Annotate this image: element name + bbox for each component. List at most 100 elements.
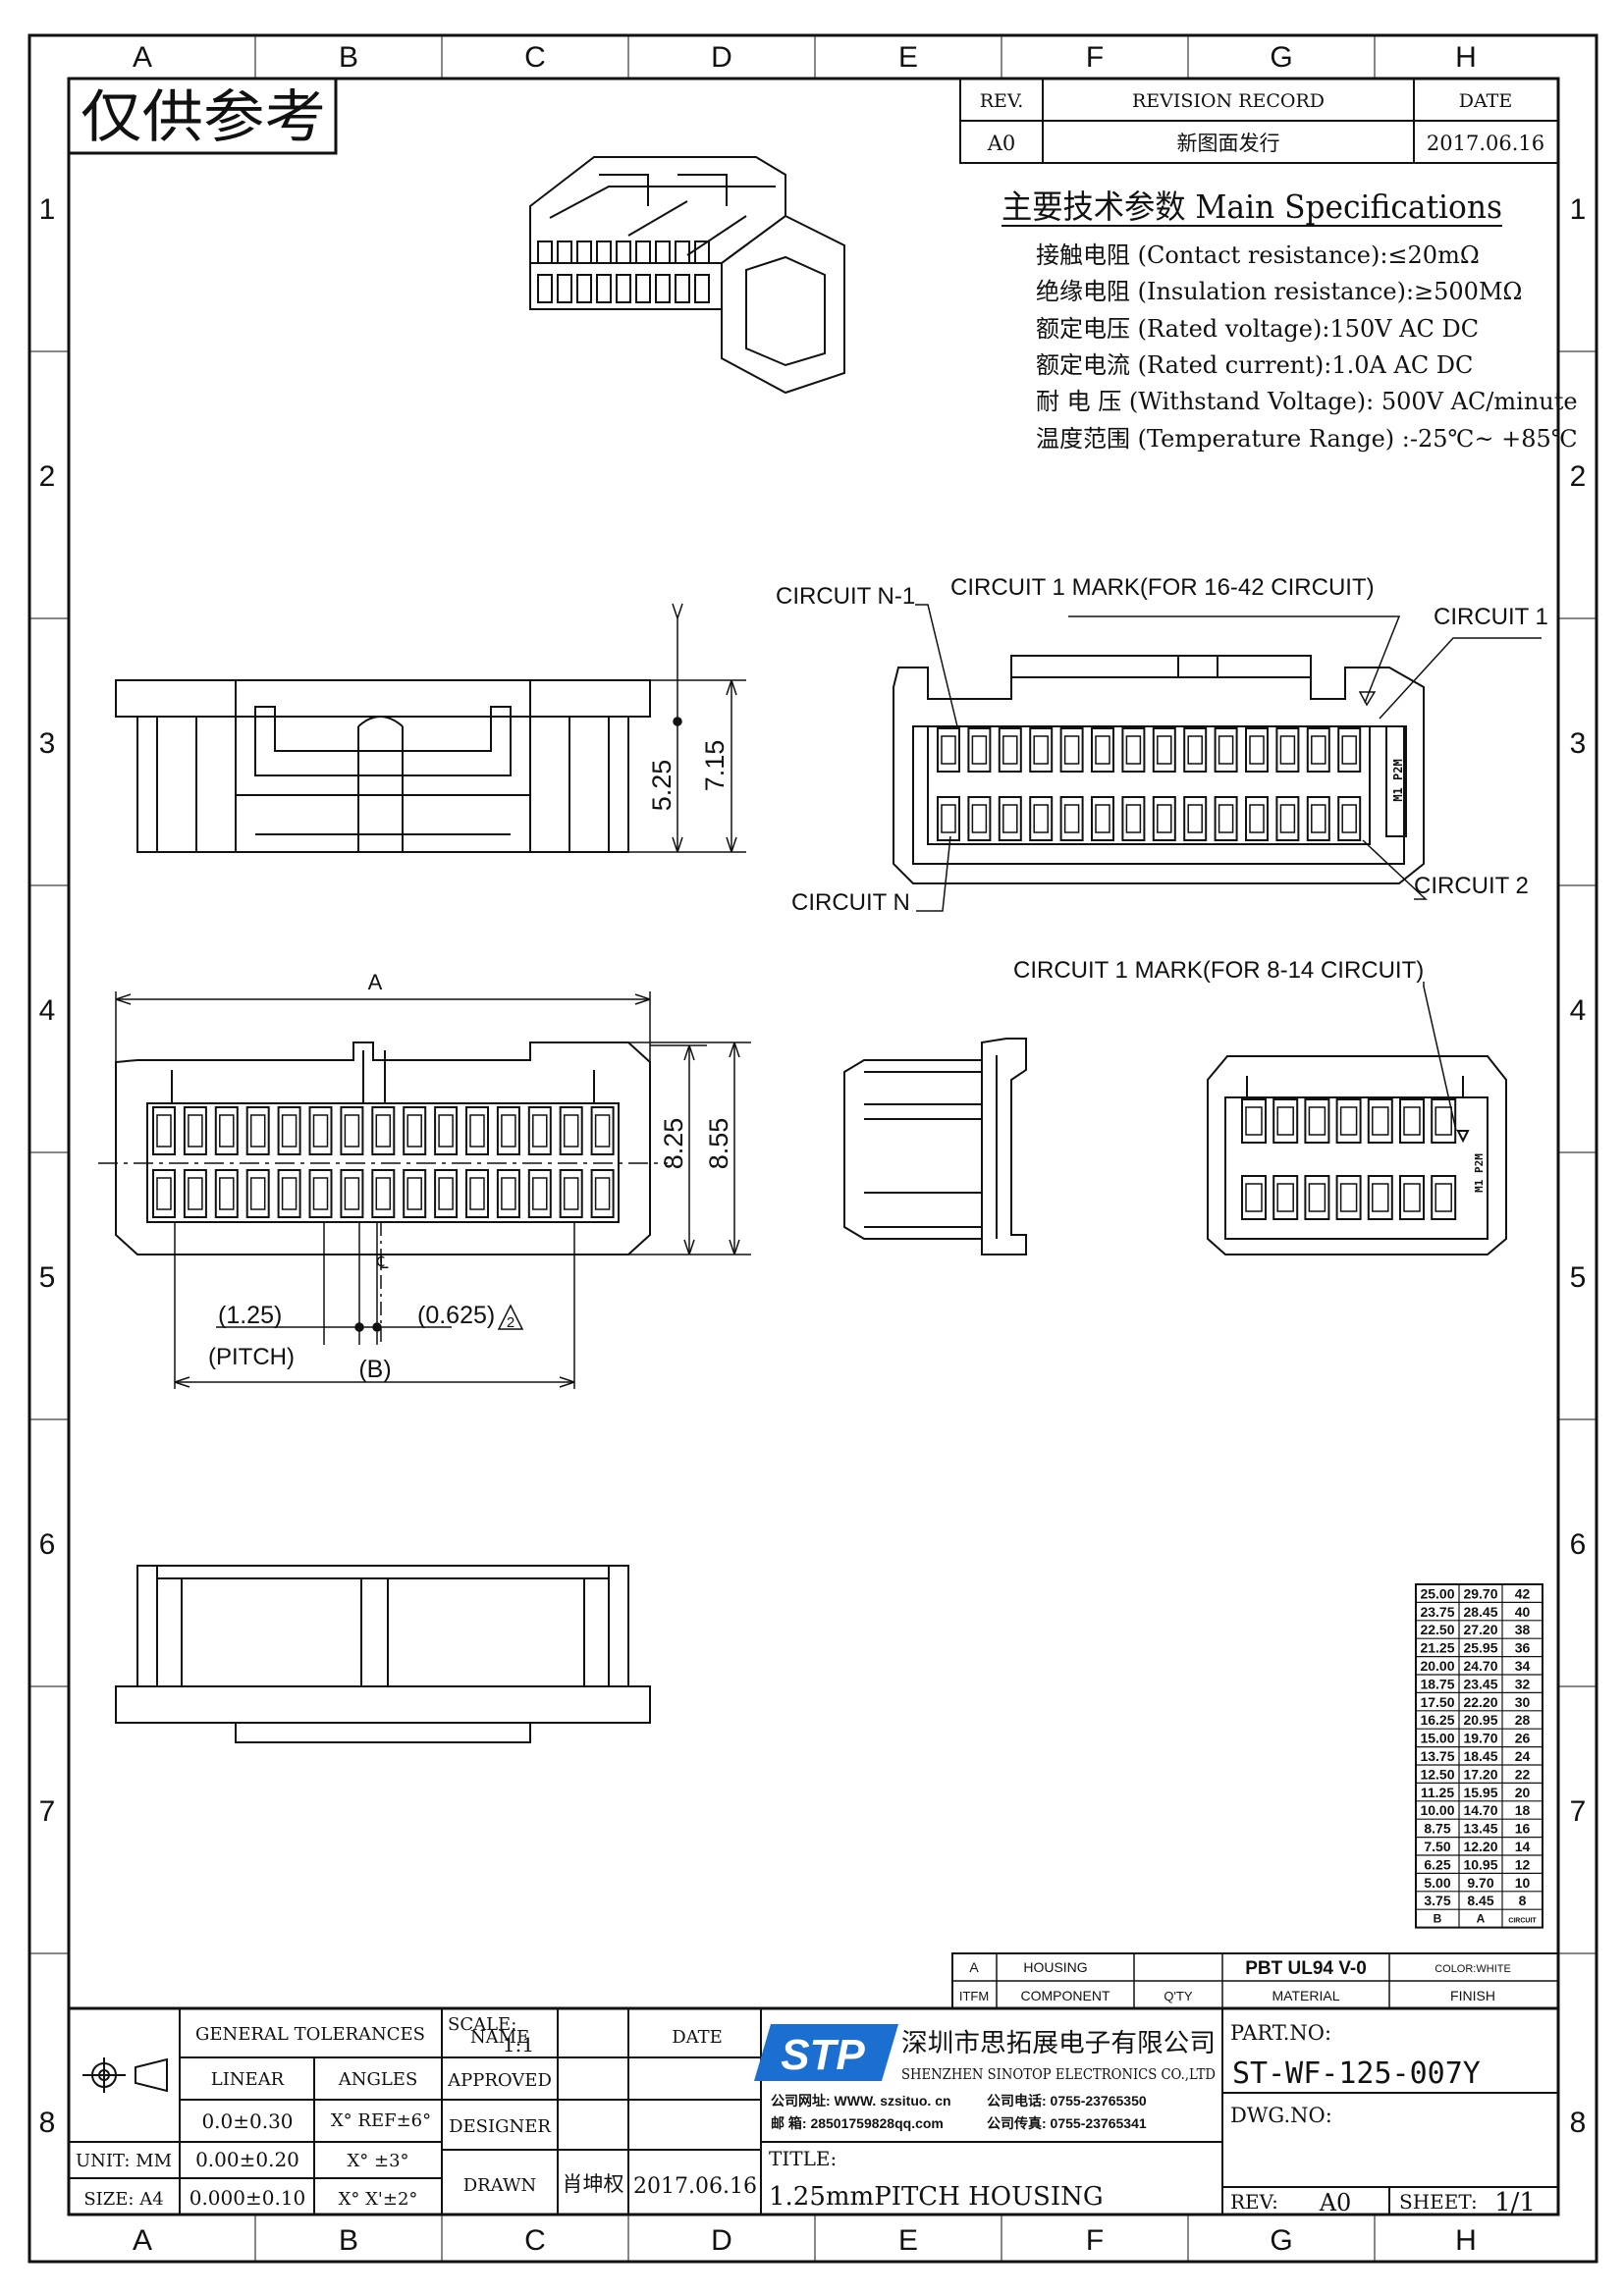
approved-label: APPROVED <box>447 2070 552 2091</box>
tolerance-linear: 0.0±0.30 <box>201 2109 293 2133</box>
spec-line: 温度范围 (Temperature Range) :-25℃~ +85℃ <box>1036 425 1578 453</box>
bom-finish: COLOR:WHITE <box>1435 1963 1511 1975</box>
front-view-callouts <box>915 604 1542 912</box>
dimension-table-cell: 9.70 <box>1467 1875 1493 1891</box>
dimension-table-cell: 20 <box>1515 1785 1531 1800</box>
contact-cavity-inner <box>1033 804 1049 833</box>
dimension-table-cell: 27.20 <box>1463 1622 1497 1637</box>
dimension-table-cell: 13.45 <box>1463 1821 1497 1837</box>
col-label-top: G <box>1270 41 1292 74</box>
contact-cavity <box>371 1106 396 1155</box>
contact-cavity <box>465 1106 489 1155</box>
drawing-title: 1.25mmPITCH HOUSING <box>769 2182 1104 2212</box>
contact-cavity-inner <box>188 1114 203 1148</box>
dimension-table-cell: 8.45 <box>1467 1893 1493 1908</box>
contact-cavity <box>152 1169 176 1218</box>
company-name-en: SHENZHEN SINOTOP ELECTRONICS CO.,LTD <box>901 2065 1216 2083</box>
dimension-table-cell: 20.95 <box>1463 1712 1497 1728</box>
contact-cavity <box>967 727 992 773</box>
contact-cavity-inner <box>563 1177 579 1210</box>
contact-cavity-inner <box>1276 1183 1294 1212</box>
company-email: 邮 箱: 28501759828qq.com <box>771 2115 944 2131</box>
dimension-table-cell: 17.50 <box>1420 1694 1454 1710</box>
row-label-right: 8 <box>1570 2107 1587 2139</box>
dimension-table-cell: 16 <box>1515 1821 1531 1837</box>
contact-cavity-inner <box>532 1177 548 1210</box>
col-label-top: H <box>1455 41 1477 74</box>
col-label-top: F <box>1086 41 1104 74</box>
cavity-array <box>1241 1098 1457 1220</box>
dimension-table-cell: 6.25 <box>1424 1856 1450 1872</box>
tolerance-angle: X° ±3° <box>347 2151 408 2171</box>
spec-line: 绝缘电阻 (Insulation resistance):≥500MΩ <box>1036 278 1522 305</box>
dimension-table-cell: 12.20 <box>1463 1839 1497 1854</box>
dimension-table-frame <box>1415 1583 1543 1929</box>
dwg-no-label: DWG.NO: <box>1230 2104 1332 2127</box>
contact-cavity-inner <box>941 804 956 833</box>
company-phone: 公司电话: 0755-23765350 <box>987 2093 1147 2109</box>
spec-line: 接触电阻 (Contact resistance):≤20mΩ <box>1036 241 1480 269</box>
side-mark-label-small: M1 P2M <box>1473 1153 1486 1193</box>
contact-cavity <box>183 1169 207 1218</box>
contact-cavity-inner <box>1435 1183 1452 1212</box>
contact-cavity-inner <box>971 804 988 833</box>
row-label-right: 2 <box>1570 460 1587 493</box>
dim-height-525: 5.25 <box>647 760 677 812</box>
contact-cavity <box>183 1106 207 1155</box>
bom-material: PBT UL94 V-0 <box>1245 1958 1367 1979</box>
bom-header-component: COMPONENT <box>1021 1988 1110 2003</box>
scale-label: SCALE: <box>448 2014 516 2035</box>
dimension-table-cell: 16.25 <box>1420 1712 1454 1728</box>
rev-label: REV: <box>1230 2190 1278 2214</box>
contact-cavity-inner <box>1249 735 1265 765</box>
contact-cavity <box>590 1106 615 1155</box>
col-label-top: A <box>133 41 152 74</box>
col-label-top: E <box>898 41 918 74</box>
contact-cavity-inner <box>1245 1183 1263 1212</box>
dimension-table-cell: 25.00 <box>1420 1585 1454 1601</box>
svg-text:STP: STP <box>781 2031 865 2079</box>
col-label-bottom: F <box>1086 2224 1104 2257</box>
company-fax: 公司传真: 0755-23765341 <box>987 2115 1147 2131</box>
contact-cavity <box>590 1169 615 1218</box>
callout-circuit-2: CIRCUIT 2 <box>1414 873 1529 899</box>
dimension-table-cell: 10.00 <box>1420 1802 1454 1818</box>
contact-cavity-inner <box>1403 1106 1421 1136</box>
title-label: TITLE: <box>769 2147 837 2170</box>
contact-cavity-inner <box>406 1177 422 1210</box>
dimension-table-cell: 18 <box>1515 1802 1531 1818</box>
company-name-cn: 深圳市思拓展电子有限公司 <box>901 2029 1216 2058</box>
contact-cavity <box>1152 796 1176 841</box>
contact-cavity-inner <box>1249 804 1265 833</box>
contact-cavity-inner <box>563 1114 579 1148</box>
bom-item: A <box>969 1959 979 1975</box>
contact-cavity <box>967 796 992 841</box>
contact-cavity <box>1029 796 1054 841</box>
contact-cavity-inner <box>1403 1183 1421 1212</box>
contact-cavity-inner <box>1372 1106 1389 1136</box>
contact-cavity-inner <box>156 1114 172 1148</box>
contact-cavity <box>1183 727 1208 773</box>
dimension-table-header: A <box>1477 1912 1486 1926</box>
contact-cavity-inner <box>375 1177 392 1210</box>
rev-value: A0 <box>1319 2189 1352 2216</box>
contact-cavity <box>1304 1175 1330 1220</box>
contact-cavity-inner <box>438 1114 454 1148</box>
title-block-grid <box>67 2006 1560 2216</box>
unit-label: UNIT: MM <box>76 2151 172 2171</box>
contact-cavity-inner <box>1218 804 1234 833</box>
contact-cavity-inner <box>1245 1106 1263 1136</box>
bottom-view <box>115 1565 651 1743</box>
dimension-table-cell: 12.50 <box>1420 1766 1454 1782</box>
company-website: 公司网址: WWW. szsituo. cn <box>771 2093 951 2109</box>
callout-circuit1-mark-16-42: CIRCUIT 1 MARK(FOR 16-42 CIRCUIT) <box>950 574 1375 601</box>
dimension-table-cell: 36 <box>1515 1640 1531 1656</box>
row-label-right: 3 <box>1570 727 1587 760</box>
company-logo: STP <box>754 2024 898 2081</box>
contact-cavity <box>371 1169 396 1218</box>
contact-cavity <box>403 1106 427 1155</box>
general-tolerances-label: GENERAL TOLERANCES <box>195 2024 425 2045</box>
contact-cavity-inner <box>1279 735 1296 765</box>
col-label-bottom: H <box>1455 2224 1477 2257</box>
